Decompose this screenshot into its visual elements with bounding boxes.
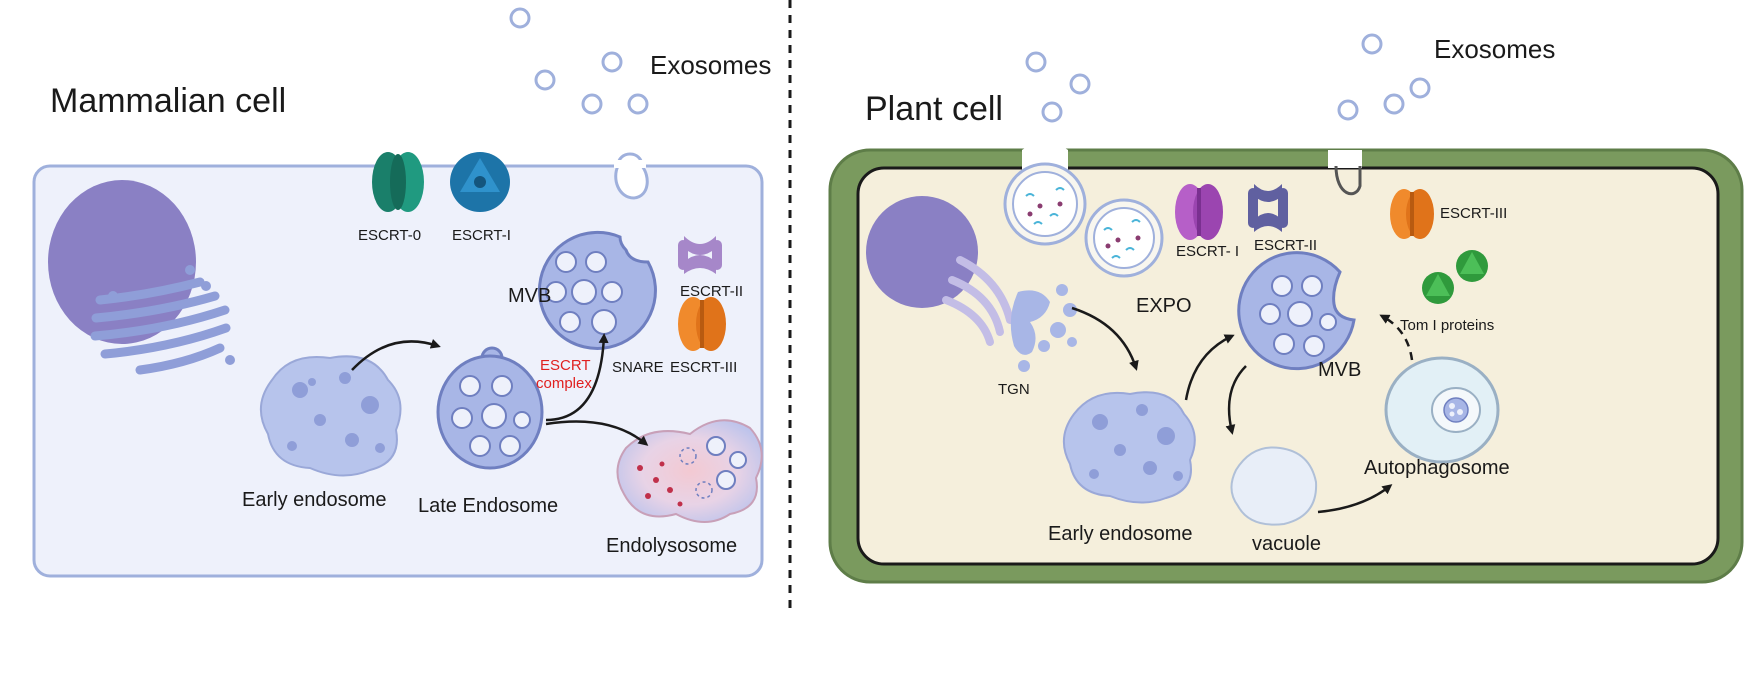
tgn-label: TGN xyxy=(998,381,1030,398)
plant-escrt-iii-icon xyxy=(1390,189,1434,239)
mammalian-mvb-label: MVB xyxy=(508,285,551,307)
expo-label: EXPO xyxy=(1136,295,1192,317)
mammalian-exosomes-label: Exosomes xyxy=(650,50,771,80)
escrt-0-label: ESCRT-0 xyxy=(358,227,421,244)
escrt-iii-label: ESCRT-III xyxy=(670,359,737,376)
tgn xyxy=(1010,284,1077,372)
plant-escrt-iii-label: ESCRT-III xyxy=(1440,205,1507,222)
mammalian-mvb xyxy=(537,230,657,350)
vacuole xyxy=(1230,446,1318,526)
plant-nucleus xyxy=(866,196,978,308)
plant-arrows xyxy=(1071,306,1414,514)
plant-budding-pit xyxy=(1334,165,1362,196)
arrow-vacuole-to-autophagosome xyxy=(1317,484,1393,514)
mammalian-title: Mammalian cell xyxy=(50,82,286,120)
mammalian-nucleus xyxy=(48,180,196,344)
plant-escrt-ii-label: ESCRT-II xyxy=(1254,237,1317,254)
plant-escrt-i-label: ESCRT- I xyxy=(1176,243,1239,260)
endolysosome xyxy=(616,419,763,523)
mammalian-late-endosome xyxy=(436,346,544,470)
arrow-early-endosome-to-mvb xyxy=(1184,334,1235,401)
golgi-apparatus xyxy=(90,277,231,375)
mammalian-late-endosome-label: Late Endosome xyxy=(418,495,558,517)
plant-escrt-ii-icon xyxy=(1248,184,1288,232)
mammalian-arrows xyxy=(351,333,649,446)
arrow-mvb-to-vacuole xyxy=(1225,365,1247,435)
plant-mvb xyxy=(1237,251,1356,371)
endolysosome-label: Endolysosome xyxy=(606,535,737,557)
plant-exosomes-left xyxy=(1025,51,1091,123)
plant-wall-opening-left xyxy=(1022,142,1068,170)
snare-label: SNARE xyxy=(612,359,664,376)
escrt-ii-label: ESCRT-II xyxy=(680,283,743,300)
tom1-proteins-icon xyxy=(1422,250,1488,304)
arrow-late-to-mvb xyxy=(545,333,609,422)
mammalian-early-endosome xyxy=(260,355,402,477)
arrow-tgn-to-early-endosome xyxy=(1071,306,1139,371)
autophagosome xyxy=(1384,356,1500,464)
membrane-opening xyxy=(614,160,646,168)
escrt-i-icon xyxy=(450,152,510,212)
plant-title: Plant cell xyxy=(865,90,1003,128)
escrt-complex-label-line2: complex xyxy=(536,375,592,392)
expo-secreting xyxy=(1003,162,1087,246)
golgi-vesicles xyxy=(108,265,235,365)
plant-escrt-i-icon xyxy=(1175,184,1223,240)
vacuole-label: vacuole xyxy=(1252,533,1321,555)
arrow-late-to-endolysosome xyxy=(545,420,649,446)
mammalian-exosomes xyxy=(509,7,649,115)
plant-mvb-label: MVB xyxy=(1318,359,1361,381)
escrt-complex-label-line1: ESCRT xyxy=(540,357,591,374)
tom1-label: Tom I proteins xyxy=(1400,317,1494,334)
plant-early-endosome xyxy=(1063,391,1196,504)
escrt-ii-icon xyxy=(678,236,722,274)
autophagosome-label: Autophagosome xyxy=(1364,457,1510,479)
escrt-iii-icon xyxy=(678,297,726,351)
expo xyxy=(1084,198,1164,278)
plant-exosomes-right xyxy=(1337,33,1431,121)
arrow-early-to-late xyxy=(351,339,441,371)
escrt-0-icon xyxy=(372,152,424,212)
mammalian-early-endosome-label: Early endosome xyxy=(242,489,387,511)
plant-early-endosome-label: Early endosome xyxy=(1048,523,1193,545)
plant-wall-opening-right xyxy=(1328,150,1362,168)
arrow-autophagosome-to-mvb xyxy=(1379,314,1414,361)
plant-exosomes-label: Exosomes xyxy=(1434,34,1555,64)
plant-golgi xyxy=(942,256,1014,346)
escrt-i-label: ESCRT-I xyxy=(452,227,511,244)
